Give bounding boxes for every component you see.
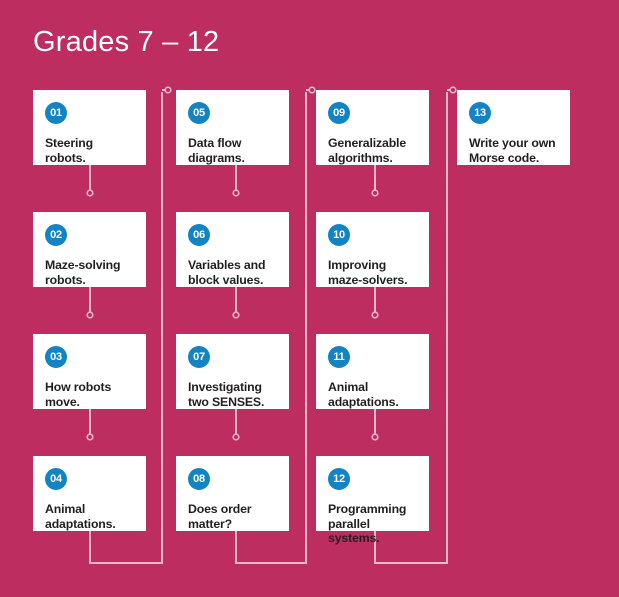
card-badge: 11 (328, 346, 350, 368)
connector-node-06-07 (232, 311, 240, 319)
card-13[interactable]: 13 Write your own Morse code. (457, 90, 570, 165)
card-12[interactable]: 12 Programming parallel systems. (316, 456, 429, 545)
card-08[interactable]: 08 Does order matter? (176, 456, 289, 531)
connector-node-10-11 (371, 311, 379, 319)
card-badge: 06 (188, 224, 210, 246)
card-label: Improving maze-solvers. (328, 258, 408, 287)
card-label: Does order matter? (188, 502, 252, 531)
card-label: Programming parallel systems. (328, 502, 407, 545)
card-03[interactable]: 03 How robots move. (33, 334, 146, 409)
card-label: Investigating two SENSES. (188, 380, 265, 409)
connector-node-01-02 (86, 189, 94, 197)
card-badge: 01 (45, 102, 67, 124)
card-badge: 07 (188, 346, 210, 368)
card-badge: 09 (328, 102, 350, 124)
page-title: Grades 7 – 12 (33, 26, 220, 58)
card-label: Animal adaptations. (45, 502, 116, 531)
connector-node-02-03 (86, 311, 94, 319)
card-badge: 08 (188, 468, 210, 490)
card-label: Maze-solving robots. (45, 258, 121, 287)
card-07[interactable]: 07 Investigating two SENSES. (176, 334, 289, 409)
card-11[interactable]: 11 Animal adaptations. (316, 334, 429, 409)
connector-node-03-04 (86, 433, 94, 441)
connector-04-05 (89, 92, 163, 564)
card-badge: 13 (469, 102, 491, 124)
connector-node-09-10 (371, 189, 379, 197)
card-badge: 02 (45, 224, 67, 246)
connector-node-05-06 (232, 189, 240, 197)
card-label: Animal adaptations. (328, 380, 399, 409)
card-02[interactable]: 02 Maze-solving robots. (33, 212, 146, 287)
card-10[interactable]: 10 Improving maze-solvers. (316, 212, 429, 287)
card-01[interactable]: 01 Steering robots. (33, 90, 146, 165)
card-06[interactable]: 06 Variables and block values. (176, 212, 289, 287)
card-label: Write your own Morse code. (469, 136, 556, 165)
card-label: Variables and block values. (188, 258, 266, 287)
card-04[interactable]: 04 Animal adaptations. (33, 456, 146, 531)
card-badge: 03 (45, 346, 67, 368)
card-05[interactable]: 05 Data flow diagrams. (176, 90, 289, 165)
card-badge: 10 (328, 224, 350, 246)
card-label: Steering robots. (45, 136, 93, 165)
card-badge: 05 (188, 102, 210, 124)
connector-12-13 (374, 92, 448, 564)
card-label: Generalizable algorithms. (328, 136, 407, 165)
connector-08-09 (235, 92, 307, 564)
connector-node-07-08 (232, 433, 240, 441)
connector-node-11-12 (371, 433, 379, 441)
card-badge: 12 (328, 468, 350, 490)
card-label: How robots move. (45, 380, 112, 409)
card-label: Data flow diagrams. (188, 136, 245, 165)
card-badge: 04 (45, 468, 67, 490)
card-09[interactable]: 09 Generalizable algorithms. (316, 90, 429, 165)
